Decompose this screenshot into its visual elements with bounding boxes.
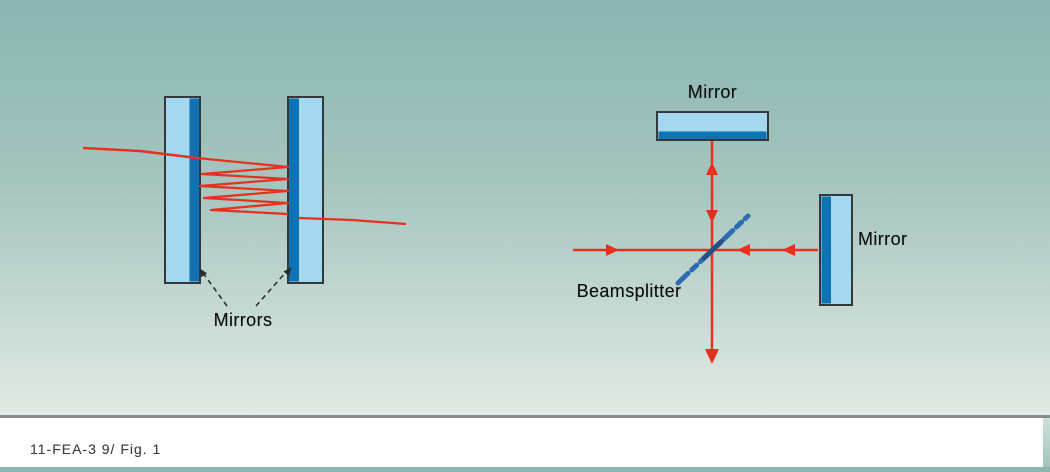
mirrors-pointer-arrowhead-right [283,267,292,277]
frame-right-edge [1043,418,1050,472]
fp-left-mirror-coating [189,98,199,282]
frame-bottom-edge [0,467,1050,472]
michelson-right-mirror-coating [821,196,831,304]
fp-cavity-beam-bounces [196,156,290,216]
label-michelson-right-mirror: Mirror [858,229,908,249]
beam-arrow-up [706,162,718,175]
figure-caption: 11-FEA-3 9/ Fig. 1 [30,441,162,457]
fp-exit-beam [298,216,407,226]
label-michelson-top-mirror: Mirror [687,82,738,102]
label-beamsplitter: Beamsplitter [576,281,682,301]
michelson-diagram [573,111,853,364]
fp-right-mirror-coating [289,98,299,282]
beam-arrow-right [606,244,619,256]
mirrors-pointer-line-left [202,272,228,307]
beam-arrow-left-inner [737,244,750,256]
beam-arrow-left-outer [782,244,795,256]
beam-arrow-down [706,210,718,223]
caption-bar: 11-FEA-3 9/ Fig. 1 [0,418,1043,467]
mirrors-pointer-line-right [255,271,287,307]
label-fp-mirrors: Mirrors [213,310,273,330]
michelson-top-mirror-coating [658,131,767,139]
beamsplitter-center [701,239,724,261]
mirrors-pointer-arrowhead-left [199,268,207,278]
fabry-perot-diagram [82,96,407,307]
divider-rule [0,415,1050,418]
fp-incoming-beam [82,146,198,160]
beam-arrow-output-down [705,349,719,364]
